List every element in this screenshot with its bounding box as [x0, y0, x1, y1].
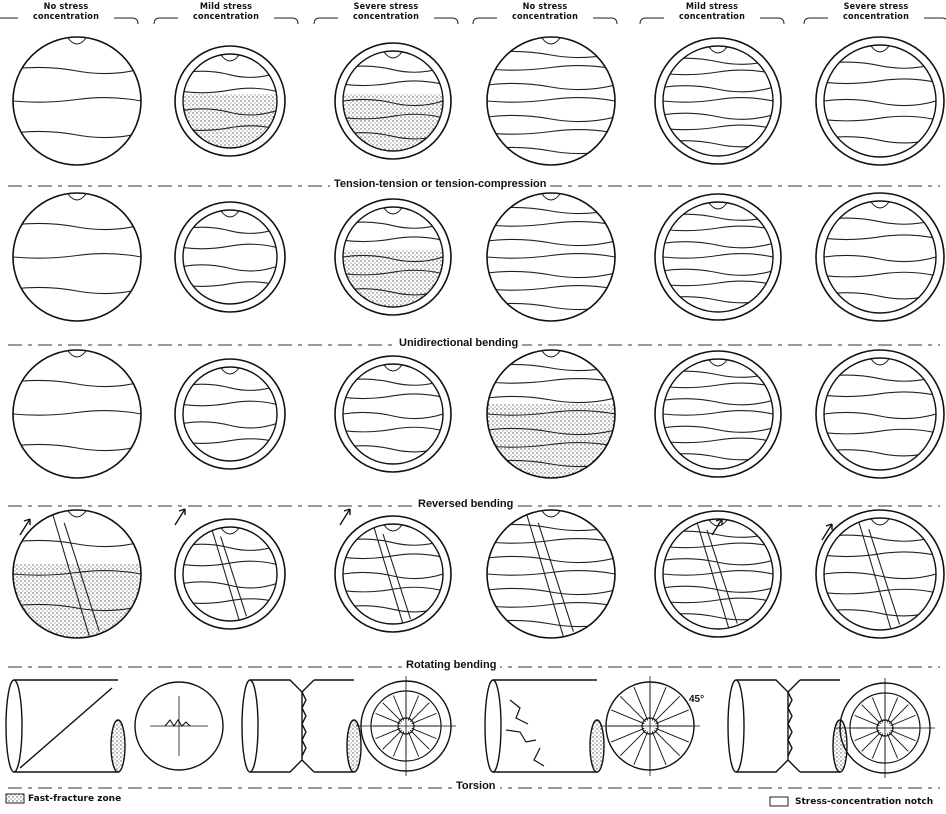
fracture-surface-r3-c2	[175, 359, 285, 469]
fracture-surface-r2-c6	[816, 193, 944, 321]
fracture-surface-r4-c6	[816, 510, 944, 638]
fracture-surface-r3-c6	[816, 350, 944, 478]
fast-fracture-swatch-icon	[6, 794, 24, 803]
notch-swatch-icon	[770, 797, 788, 806]
fracture-surface-r1-c1	[13, 37, 141, 165]
fracture-surface-r4-c2	[175, 519, 285, 629]
row-label-5: Torsion	[452, 780, 500, 792]
fracture-surface-r2-c2	[175, 202, 285, 312]
legend-notch: Stress-concentration notch	[795, 797, 933, 807]
fracture-surface-r3-c1	[13, 350, 141, 478]
fracture-surface-r3-c5	[655, 351, 781, 477]
fracture-surface-r1-c2	[175, 46, 285, 156]
row-label-2: Unidirectional bending	[395, 337, 522, 349]
legend-fast-fracture: Fast-fracture zone	[28, 794, 121, 804]
row-label-4: Rotating bending	[402, 659, 500, 671]
row-label-1: Tension-tension or tension-compression	[330, 178, 550, 190]
angle-45-label: 45°	[689, 694, 704, 705]
fracture-surface-r4-c4	[487, 510, 615, 638]
fracture-surface-r2-c5	[655, 194, 781, 320]
column-header-6: Severe stress concentration	[811, 2, 941, 22]
fracture-surface-r2-c3	[335, 199, 451, 315]
fracture-surface-r4-c1	[13, 510, 141, 641]
fracture-surface-r1-c6	[816, 37, 944, 165]
fracture-surface-r4-c5	[655, 511, 781, 637]
fracture-surface-r1-c4	[487, 37, 615, 165]
row-label-3: Reversed bending	[414, 498, 517, 510]
column-header-1: No stress concentration	[1, 2, 131, 22]
fracture-surface-r1-c5	[655, 38, 781, 164]
fracture-surface-r3-c4	[487, 350, 615, 481]
fracture-surface-r2-c1	[13, 193, 141, 321]
column-header-2: Mild stress concentration	[161, 2, 291, 22]
column-header-5: Mild stress concentration	[647, 2, 777, 22]
fracture-surface-r4-c3	[335, 516, 451, 632]
fracture-surface-r2-c4	[487, 193, 615, 321]
fracture-surface-r3-c3	[335, 356, 451, 472]
column-header-4: No stress concentration	[480, 2, 610, 22]
column-header-3: Severe stress concentration	[321, 2, 451, 22]
fracture-surface-r1-c3	[335, 43, 451, 159]
